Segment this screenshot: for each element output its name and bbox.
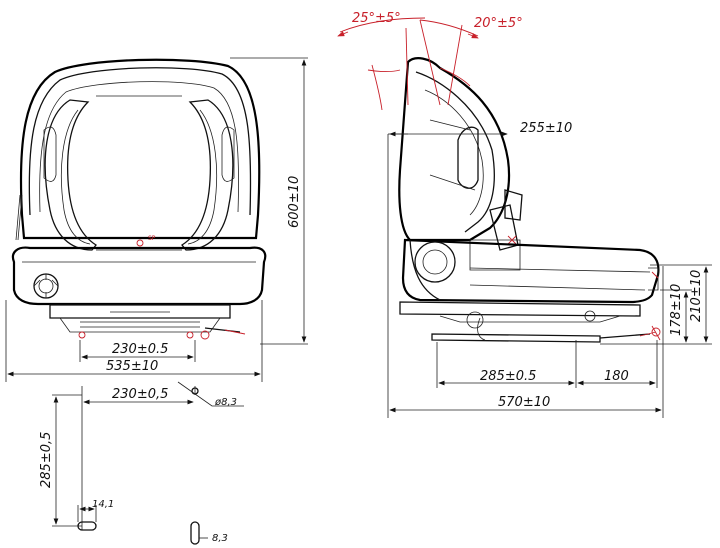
front-view-seat: SP xyxy=(11,58,267,340)
mount-slot-length: 14,1 xyxy=(92,499,114,510)
mount-slot-vertical xyxy=(190,521,200,545)
seat-reference-point xyxy=(136,239,144,247)
seat-cushion xyxy=(11,246,267,306)
side-backrest xyxy=(398,57,511,242)
side-height-rail: 178±10 xyxy=(669,284,684,336)
side-depth-back: 255±10 xyxy=(520,121,572,136)
side-rail-travel: 180 xyxy=(604,369,629,384)
mount-hole-diameter: ø8,3 xyxy=(214,397,237,408)
angle-front-label: 20°±5° xyxy=(474,16,523,31)
front-height-total: 600±10 xyxy=(287,176,302,228)
mount-slot-width: 8,3 xyxy=(212,533,228,544)
side-view-seat xyxy=(398,57,661,343)
adjustment-knob xyxy=(33,273,59,299)
side-depth-total: 570±10 xyxy=(498,395,550,410)
front-width-total: 535±10 xyxy=(106,359,158,374)
mount-spacing-y: 285±0,5 xyxy=(39,432,54,488)
side-angle-annotations: 25°±5° 20°±5° xyxy=(337,11,523,111)
mount-slot-horizontal xyxy=(77,521,97,531)
mount-spacing-x: 230±0,5 xyxy=(112,387,168,402)
mount-pattern: 230±0,5 ø8,3 285±0,5 14,1 8,3 xyxy=(39,381,244,545)
backrest-outline xyxy=(19,58,261,240)
seat-belt xyxy=(469,189,523,271)
side-rail xyxy=(431,333,601,343)
front-lever xyxy=(204,327,241,333)
angle-back-label: 25°±5° xyxy=(352,11,401,26)
side-dimensions: 255±10 570±10 285±0.5 180 210±10 178±10 xyxy=(387,121,712,418)
side-seat-cushion xyxy=(401,238,660,304)
side-rail-spacing: 285±0.5 xyxy=(480,369,536,384)
side-height-seat: 210±10 xyxy=(689,270,704,322)
seat-marker-label: SP xyxy=(148,235,156,242)
right-bolster xyxy=(181,99,234,251)
side-base xyxy=(399,301,641,317)
front-base xyxy=(49,304,231,319)
front-width-mount: 230±0.5 xyxy=(112,342,168,357)
front-dimensions: 230±0.5 535±10 600±10 xyxy=(5,57,308,382)
left-bolster xyxy=(44,99,97,251)
